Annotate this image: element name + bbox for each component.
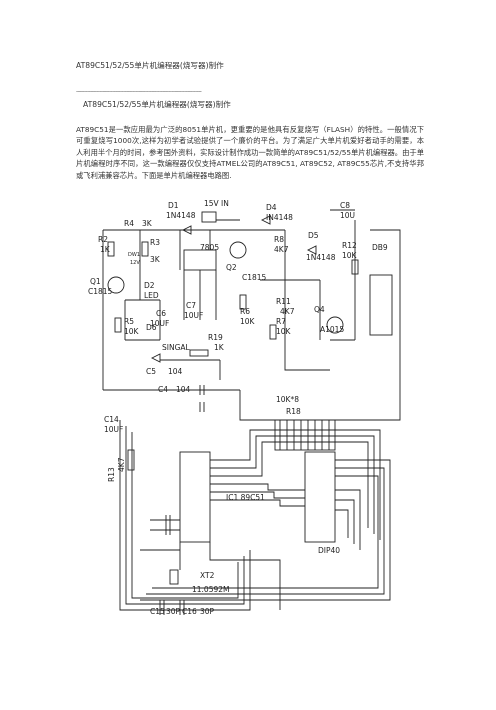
label-r13-value: 4K7 <box>117 457 126 472</box>
label-c15-value: 30P <box>166 607 181 616</box>
label-c14-value: 10UF <box>104 425 123 434</box>
label-r4: R4 <box>124 219 134 228</box>
label-r8-value: 4K7 <box>274 245 289 254</box>
label-r11-value: 4K7 <box>280 307 295 316</box>
label-singal: SINGAL <box>162 343 191 352</box>
label-r11: R11 <box>276 297 291 306</box>
label-r18: R18 <box>286 407 301 416</box>
label-c4: C4 <box>158 385 168 394</box>
label-q4: Q4 <box>314 305 325 314</box>
label-q4-value: A1015 <box>320 325 344 334</box>
label-r6-value: 10K <box>240 317 256 326</box>
label-r2-value: 1K <box>100 245 111 254</box>
label-r5: R5 <box>124 317 134 326</box>
label-q2: Q2 <box>226 263 237 272</box>
label-regulator: 7805 <box>200 243 219 252</box>
label-r3: R3 <box>150 238 160 247</box>
label-d4-value: IN4148 <box>266 213 293 222</box>
label-c7: C7 <box>186 301 196 310</box>
label-c8-value: 10U <box>340 211 355 220</box>
label-d1-value: 1N4148 <box>166 211 196 220</box>
label-xt2: XT2 <box>200 571 215 580</box>
label-c7-value: 10UF <box>184 311 203 320</box>
intro-paragraph: AT89C51是一款应用最为广泛的8051单片机，更重要的是他具有反复烧写（FL… <box>76 125 424 180</box>
label-dip40: DIP40 <box>318 546 340 555</box>
label-c16: C16 <box>182 607 197 616</box>
label-c14: C14 <box>104 415 119 424</box>
label-r12: R12 <box>342 241 357 250</box>
label-r2: R2 <box>98 235 108 244</box>
label-d5: D5 <box>308 231 319 240</box>
separator-rule: ----------------------------------------… <box>76 88 202 95</box>
label-q1: Q1 <box>90 277 101 286</box>
label-c15: C15 <box>150 607 165 616</box>
label-d2: D2 <box>144 281 155 290</box>
label-c16-value: 30P <box>200 607 215 616</box>
label-resistor-network: 10K*8 <box>276 395 299 404</box>
label-r19-value: 1K <box>214 343 225 352</box>
label-d2-value: LED <box>144 291 159 300</box>
label-r3-value: 3K <box>150 255 161 264</box>
label-r12-value: 10K <box>342 251 358 260</box>
label-c5-value: 104 <box>168 367 183 376</box>
label-r13: R13 <box>107 467 116 482</box>
label-r6: R6 <box>240 307 250 316</box>
label-r7-value: 10K <box>276 327 292 336</box>
label-ic1: IC1 89C51 <box>226 493 265 502</box>
label-r5-value: 10K <box>124 327 140 336</box>
label-c6: C6 <box>156 309 166 318</box>
label-r19: R19 <box>208 333 223 342</box>
label-q1-value: C1815 <box>88 287 113 296</box>
label-dw: DW1 <box>128 252 140 258</box>
label-c6-value: 10UF <box>150 319 169 328</box>
label-db9: DB9 <box>372 243 388 252</box>
label-q2-value: C1815 <box>242 273 267 282</box>
label-xt2-value: 11.0592M <box>192 585 230 594</box>
label-d4: D4 <box>266 203 277 212</box>
label-dw-value: 12V <box>130 260 140 266</box>
label-r8: R8 <box>274 235 284 244</box>
label-c4-value: 104 <box>176 385 191 394</box>
label-c8: C8 <box>340 201 350 210</box>
label-d6: D6 <box>146 323 157 332</box>
document-title: AT89C51/52/55单片机编程器(烧写器)制作 <box>76 61 224 70</box>
document-subtitle: AT89C51/52/55单片机编程器(烧写器)制作 <box>83 100 231 109</box>
label-vin: 15V IN <box>204 199 229 208</box>
label-r4-value: 3K <box>142 219 153 228</box>
label-d1: D1 <box>168 201 179 210</box>
label-d5-value: 1N4148 <box>306 253 336 262</box>
label-c5: C5 <box>146 367 156 376</box>
programmer-schematic: D1 1N4148 15V IN R4 3K R2 1K DW1 12V R3 … <box>88 199 401 616</box>
label-r7: R7 <box>276 317 286 326</box>
